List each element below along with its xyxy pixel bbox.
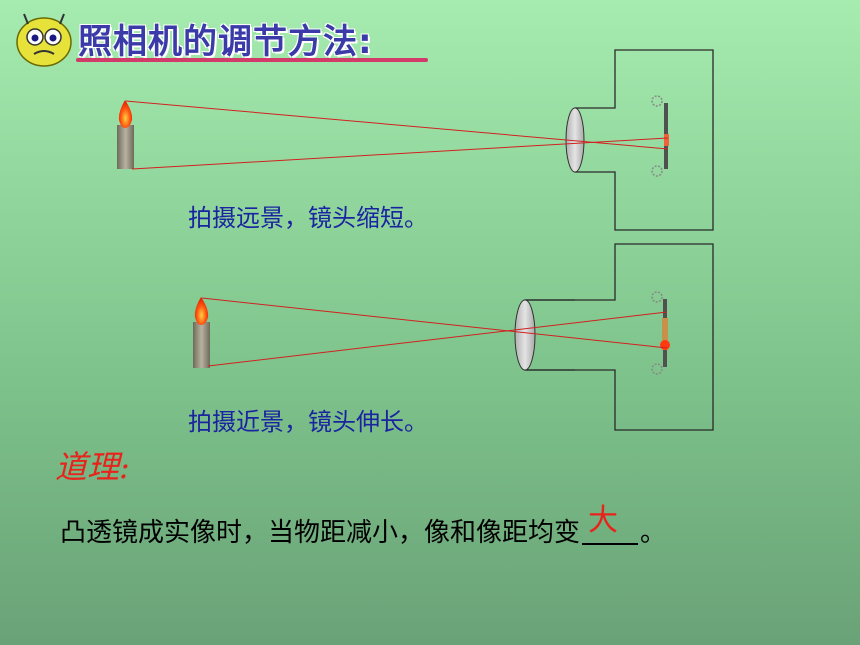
conclusion-text: 凸透镜成实像时，当物距减小，像和像距均变大。 [60,503,667,549]
conclusion-suffix: 。 [640,518,667,548]
light-ray [201,297,668,349]
candle-icon [193,297,210,368]
answer-text: 大 [588,503,619,538]
lens-icon [514,299,536,371]
reason-label: 道理: [55,448,130,486]
camera-icon [574,49,714,231]
light-ray [207,311,668,367]
candle-icon [117,100,134,169]
gear-icon [651,165,663,177]
film-image [662,318,668,350]
gear-icon [651,291,663,303]
face-logo-icon [16,13,72,67]
light-ray [125,100,669,150]
camera-icon [524,243,714,431]
film-image [664,134,669,146]
answer-blank: 大 [582,503,639,545]
caption-near-scene: 拍摄近景，镜头伸长。 [188,408,428,436]
caption-far-scene: 拍摄远景，镜头缩短。 [188,204,428,232]
conclusion-prefix: 凸透镜成实像时，当物距减小，像和像距均变 [60,518,581,548]
film-image-spot [660,340,670,350]
light-ray [131,137,669,170]
gear-icon [651,95,663,107]
title-underline [76,58,428,62]
gear-icon [651,363,663,375]
page-title: 照相机的调节方法: [78,22,373,62]
